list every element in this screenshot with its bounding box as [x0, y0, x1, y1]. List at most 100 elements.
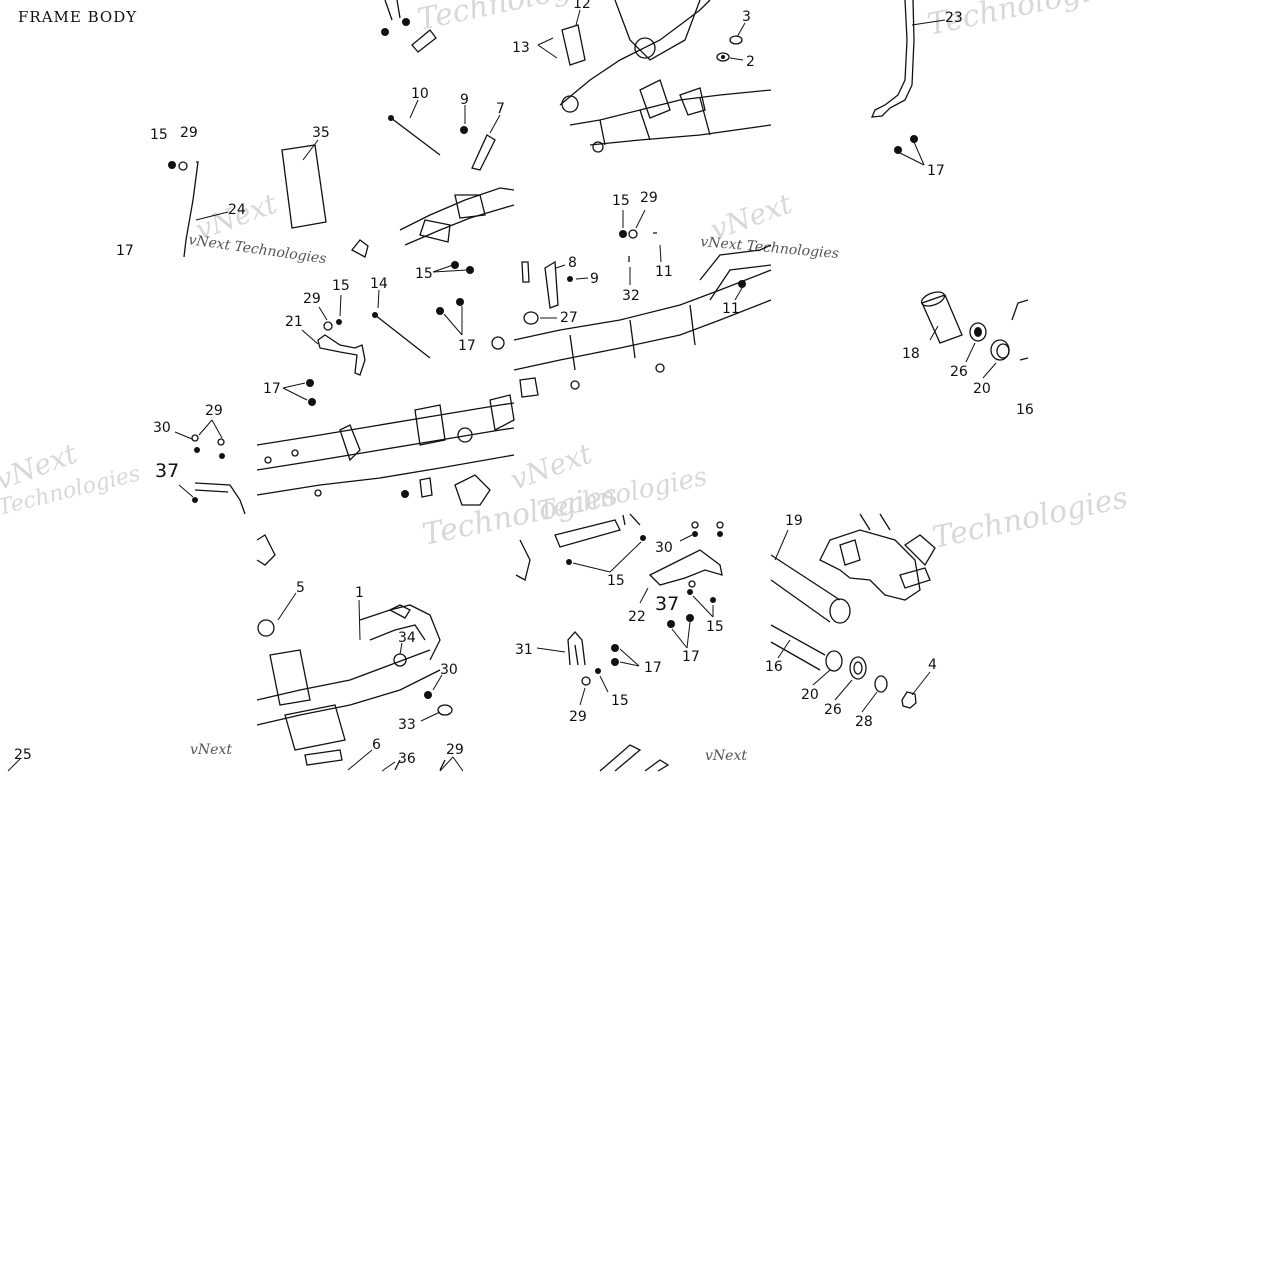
callout-4: 4 [928, 657, 937, 673]
callout-29: 29 [303, 291, 321, 307]
tile-rear-bar [870, 0, 918, 154]
callout-15: 15 [612, 193, 630, 209]
callout-19: 19 [785, 513, 803, 529]
frame-rail [399, 187, 515, 246]
tile-rear-frame [559, 0, 772, 153]
tile-front-bracket [281, 0, 515, 274]
callout-17: 17 [263, 381, 281, 397]
shaft-16 [770, 624, 826, 671]
tank-strap [183, 161, 199, 258]
callout-35: 35 [312, 125, 330, 141]
callout-22: 22 [628, 609, 646, 625]
callout-17: 17 [682, 649, 700, 665]
callout-15: 15 [607, 573, 625, 589]
callout-9: 9 [460, 92, 469, 108]
callout-3: 3 [742, 9, 751, 25]
callout-15: 15 [611, 693, 629, 709]
callout-10: 10 [411, 86, 429, 102]
nut [168, 161, 176, 169]
lower-rails [513, 269, 772, 371]
callout-27: 27 [560, 310, 578, 326]
tile-center-frame [256, 261, 530, 506]
callout-17: 17 [116, 243, 134, 259]
callout-29: 29 [446, 742, 464, 758]
bracket-7 [471, 134, 496, 171]
front-rails [256, 649, 441, 726]
callout-1: 1 [355, 585, 364, 601]
battery-box [284, 704, 346, 751]
tile-fuel-tank-strap [168, 161, 229, 258]
callout-14: 14 [370, 276, 388, 292]
callout-30: 30 [153, 420, 171, 436]
washer-3 [729, 35, 743, 45]
callout-20: 20 [801, 687, 819, 703]
link-8 [544, 260, 559, 309]
callout-15: 15 [332, 278, 350, 294]
callout-11: 11 [722, 301, 740, 317]
watermark-text: vNext Technologies [187, 232, 327, 267]
diagram-title: FRAME BODY [18, 8, 138, 26]
callout-labels: 12 3 13 2 23 10 9 7 15 29 35 17 24 17 15… [14, 0, 1034, 767]
leader-lines [7, 9, 997, 772]
watermarks: Technologies Technologies vNext vNext Te… [0, 0, 1131, 764]
callout-29: 29 [205, 403, 223, 419]
callout-28: 28 [855, 714, 873, 730]
callout-24: 24 [228, 202, 246, 218]
tile-side-bracket [191, 434, 246, 515]
tile-swing-arm [770, 513, 936, 709]
callout-32: 32 [622, 288, 640, 304]
callout-8: 8 [568, 255, 577, 271]
rear-bar-23 [870, 0, 915, 118]
tile-lower-frame [513, 229, 772, 398]
washer [178, 161, 188, 171]
callout-21: 21 [285, 314, 303, 330]
callout-25: 25 [14, 747, 32, 763]
callout-30: 30 [440, 662, 458, 678]
callout-30: 30 [655, 540, 673, 556]
callout-18: 18 [902, 346, 920, 362]
bushing-20b [825, 650, 843, 672]
bracket-22 [648, 549, 723, 586]
washer-26b [849, 656, 867, 680]
decal-35 [281, 144, 327, 229]
callout-31: 31 [515, 642, 533, 658]
washer-26 [969, 322, 987, 342]
callout-13: 13 [512, 40, 530, 56]
frame-tube [559, 0, 772, 126]
grommet-5 [257, 619, 275, 637]
callout-2: 2 [746, 54, 755, 70]
callout-26: 26 [824, 702, 842, 718]
callout-23: 23 [945, 10, 963, 26]
callout-17: 17 [644, 660, 662, 676]
bracket-21 [317, 334, 366, 376]
u-bracket-31 [567, 631, 586, 666]
callout-15: 15 [150, 127, 168, 143]
callout-29: 29 [180, 125, 198, 141]
swing-arm-plate [819, 529, 921, 601]
callout-37: 37 [155, 460, 179, 482]
callout-17: 17 [458, 338, 476, 354]
callout-6: 6 [372, 737, 381, 753]
bracket-37 [194, 482, 246, 515]
washer-28 [874, 675, 888, 693]
callout-17: 17 [927, 163, 945, 179]
bracket-plate [554, 519, 621, 548]
watermark-text: vNext [190, 742, 232, 758]
main-frame-rails [256, 402, 515, 496]
callout-33: 33 [398, 717, 416, 733]
plate-12 [561, 24, 586, 66]
tile-rear-bushing [920, 291, 1029, 361]
callout-7: 7 [496, 101, 505, 117]
callout-16: 16 [765, 659, 783, 675]
callout-15: 15 [706, 619, 724, 635]
pivot-tube-19 [770, 554, 841, 623]
long-bolt [390, 117, 441, 156]
callout-5: 5 [296, 580, 305, 596]
bushing-18 [921, 294, 963, 344]
washer-2 [716, 52, 730, 62]
watermark-text: Technologies [929, 480, 1130, 556]
callout-20: 20 [973, 381, 991, 397]
callout-29: 29 [640, 190, 658, 206]
watermark-text: vNext [705, 748, 747, 764]
